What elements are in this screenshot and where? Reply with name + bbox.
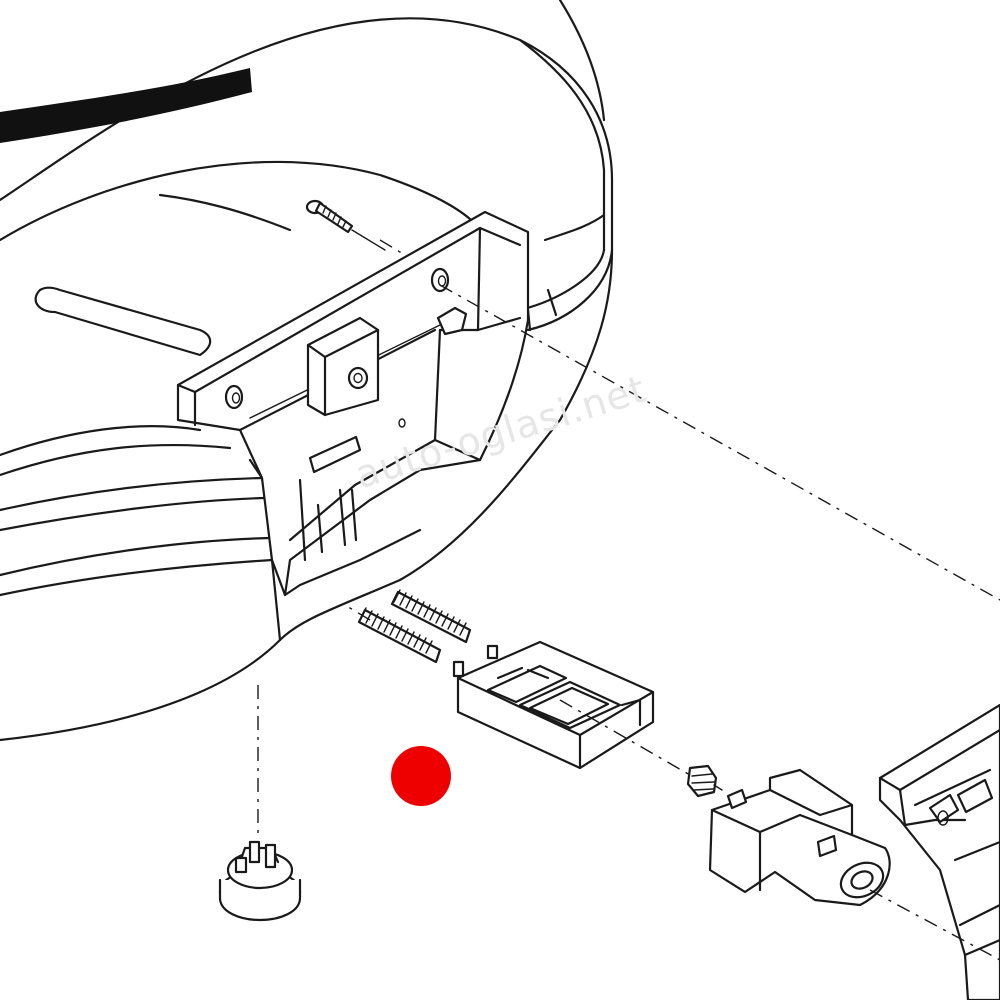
lock-cylinder — [708, 768, 891, 907]
assembly-guide-lines — [257, 239, 1000, 961]
small-screw — [686, 764, 723, 798]
top-case-shell — [0, 0, 614, 742]
lock-springs — [357, 589, 472, 664]
lock-mount-bracket — [176, 210, 530, 597]
red-marker-dot — [391, 746, 451, 806]
side-mount-bracket — [878, 703, 1000, 1000]
mounting-screw — [305, 199, 386, 251]
push-button-knob — [218, 840, 302, 922]
latch-slider — [452, 640, 655, 770]
